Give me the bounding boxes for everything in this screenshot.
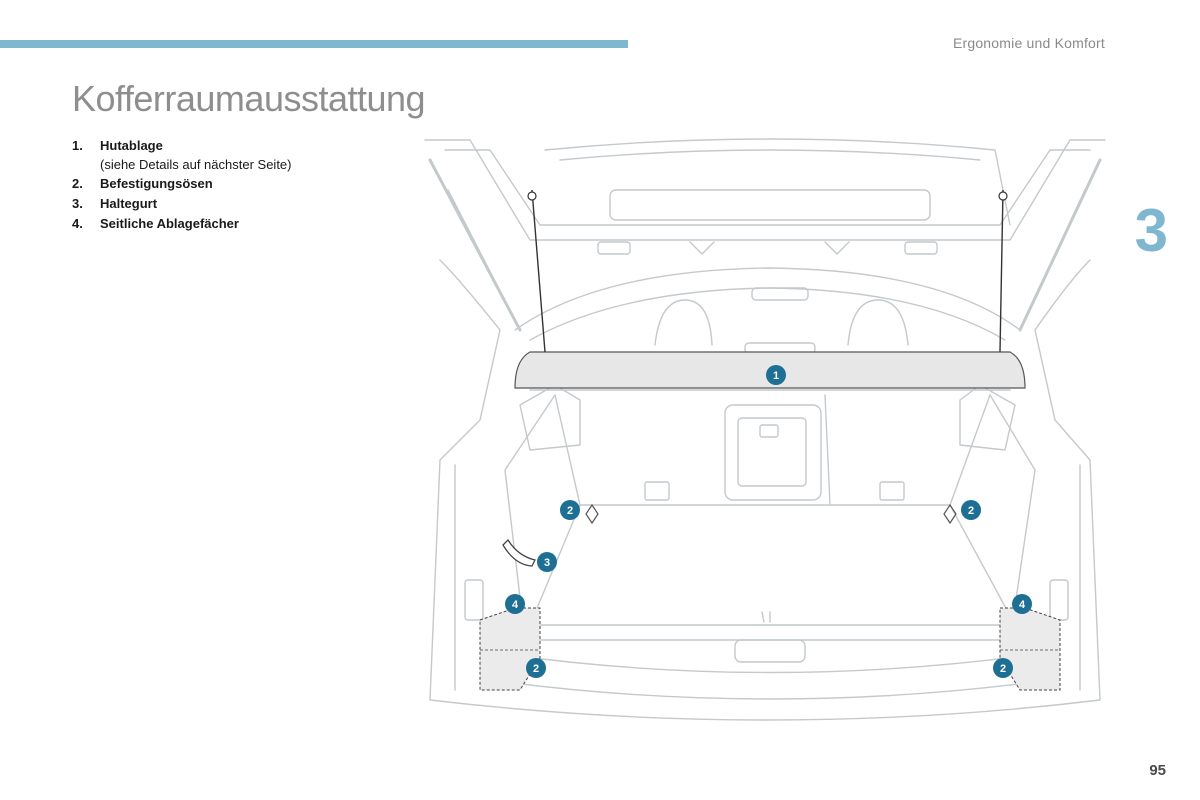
chapter-number: 3: [1134, 197, 1168, 264]
attachment-eye-icon: [585, 503, 599, 525]
side-storage-left: [479, 607, 541, 691]
page-number: 95: [1149, 762, 1166, 779]
callout-label: 2: [968, 505, 974, 517]
legend-number: 2.: [72, 176, 83, 191]
callout-label: 2: [533, 663, 539, 675]
tailgate-outline: [424, 139, 1106, 241]
shelf-cord-left: [531, 189, 546, 353]
legend-label: Haltegurt: [100, 196, 158, 211]
callout-label: 3: [544, 557, 550, 569]
callout-badge: 4: [1012, 594, 1032, 614]
page-title: Kofferraumausstattung: [72, 78, 426, 119]
callout-badge: 4: [505, 594, 525, 614]
legend-label: Befestigungsösen: [100, 176, 213, 191]
callout-label: 2: [1000, 663, 1006, 675]
legend-number: 1.: [72, 138, 83, 153]
legend-label: Hutablage: [100, 138, 163, 153]
callout-badge: 1: [766, 365, 786, 385]
legend-item: 3. Haltegurt: [72, 194, 291, 214]
legend-number: 3.: [72, 196, 83, 211]
callout-badge: 2: [993, 658, 1013, 678]
legend-list: 1. Hutablage (siehe Details auf nächster…: [72, 136, 291, 234]
side-storage-right: [999, 607, 1061, 691]
legend-label: Seitliche Ablagefächer: [100, 216, 239, 231]
trunk-illustration: 1 2 2 3 4 4 2 2: [424, 138, 1106, 721]
callout-label: 4: [1019, 599, 1026, 611]
section-header: Ergonomie und Komfort: [952, 35, 1105, 51]
legend-item: 1. Hutablage (siehe Details auf nächster…: [72, 136, 291, 174]
legend-sublabel: (siehe Details auf nächster Seite): [100, 157, 292, 172]
legend-number: 4.: [72, 216, 83, 231]
callout-badge: 3: [537, 552, 557, 572]
legend-item: 4. Seitliche Ablagefächer: [72, 214, 291, 234]
callout-badge: 2: [961, 500, 981, 520]
callout-label: 2: [567, 505, 573, 517]
callout-badge: 2: [526, 658, 546, 678]
callout-label: 1: [773, 370, 779, 382]
header-accent-bar: [0, 40, 628, 48]
shelf-cord-right: [999, 189, 1004, 353]
legend-item: 2. Befestigungsösen: [72, 174, 291, 194]
callout-label: 4: [512, 599, 519, 611]
legend-text: Hutablage (siehe Details auf nächster Se…: [100, 136, 291, 174]
attachment-eye-icon: [943, 503, 957, 525]
callout-badge: 2: [560, 500, 580, 520]
retaining-strap: [502, 538, 536, 567]
